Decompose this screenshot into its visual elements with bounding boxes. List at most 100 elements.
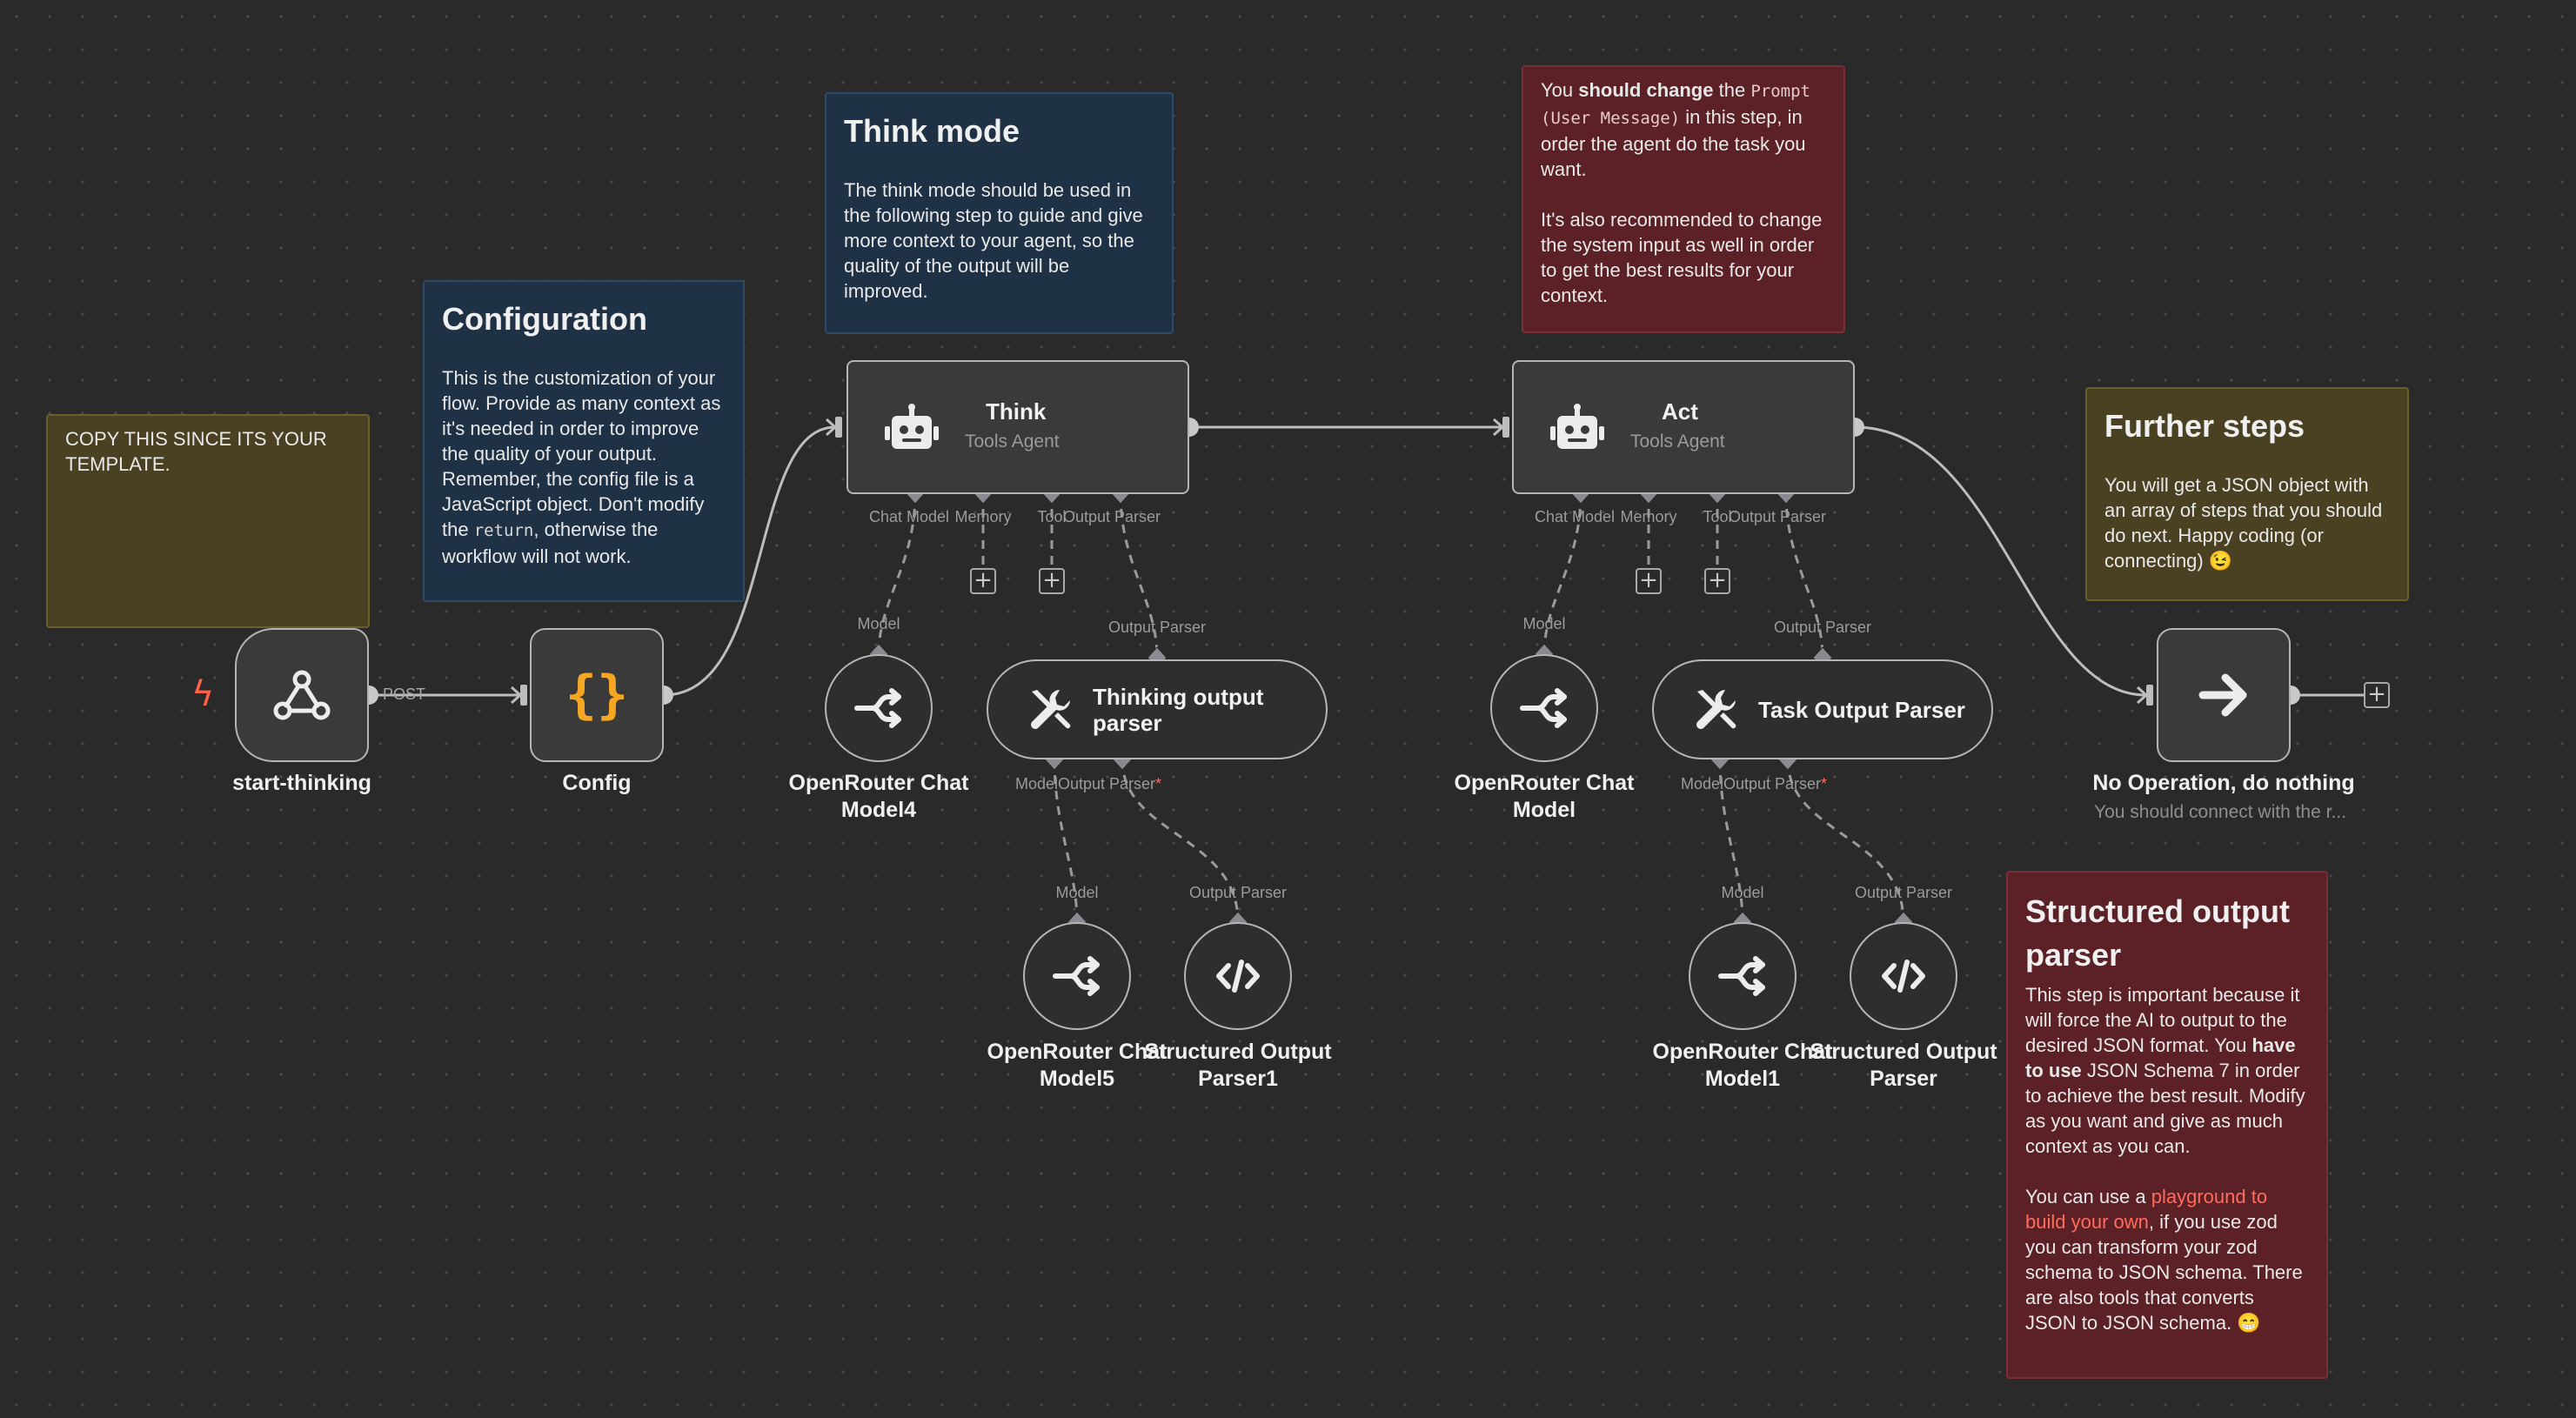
trigger-bolt-icon: ϟ	[191, 674, 215, 714]
openrouter-icon	[1053, 956, 1100, 996]
act-add-tool-button[interactable]: +	[1704, 568, 1730, 594]
wire-thinkparser-output	[1121, 759, 1240, 923]
think-port-label-tool: Tool	[1037, 508, 1067, 525]
sticky-think-mode-text: The think mode should be used in the fol…	[844, 179, 1143, 302]
sticky-copy-template[interactable]: COPY THIS SINCE ITS YOUR TEMPLATE.	[46, 414, 370, 628]
node-openrouter-model4[interactable]	[825, 654, 933, 762]
node-start-label: start-thinking	[232, 771, 371, 795]
config-input-port	[520, 685, 527, 706]
node-task-output-parser[interactable]: Task Output Parser	[1652, 659, 1993, 759]
wrench-screwdriver-icon	[1696, 689, 1736, 729]
task-output-parser-label: Task Output Parser	[1758, 696, 1965, 723]
wire-config-think	[663, 425, 836, 697]
sticky-copy-text: COPY THIS SINCE ITS YOUR TEMPLATE.	[65, 428, 327, 475]
arrow-right-icon	[2198, 673, 2247, 717]
think-port-label-memory: Memory	[954, 508, 1012, 525]
act-port-label-chat-model: Chat Model	[1534, 508, 1616, 525]
wire-taskparser-model	[1718, 759, 1744, 923]
node-thinking-output-parser[interactable]: Thinking output parser	[987, 659, 1328, 759]
sticky-structured-text-1: This step is important because it will f…	[2025, 984, 2305, 1157]
sticky-further-steps-text: You will get a JSON object with an array…	[2104, 474, 2383, 572]
sop1-port-label-output: Output Parser	[1188, 884, 1288, 901]
sticky-structured-parser[interactable]: Structured output parser This step is im…	[2006, 871, 2328, 1379]
sticky-further-steps-title: Further steps	[2104, 408, 2305, 444]
node-start-thinking[interactable]	[235, 628, 369, 762]
curly-braces-icon: {}	[565, 665, 629, 726]
noop-add-next-button[interactable]: +	[2364, 682, 2390, 708]
sticky-think-mode-title: Think mode	[844, 113, 1020, 149]
node-structured-output-parser[interactable]	[1850, 922, 1957, 1030]
code-icon	[1216, 960, 1260, 993]
taskparser-port-label-output: Output Parser	[1773, 619, 1872, 636]
node-think-agent[interactable]: Think Tools Agent	[846, 360, 1189, 494]
act-port-label-output-parser: Output Parser	[1728, 508, 1827, 525]
openrouter-icon	[854, 688, 901, 728]
node-openrouter-model5[interactable]	[1023, 922, 1131, 1030]
openrouter-icon	[1520, 688, 1567, 728]
node-no-operation-subtitle: You should connect with the r...	[2094, 802, 2346, 822]
think-port-label-output-parser: Output Parser	[1062, 508, 1161, 525]
robot-icon	[885, 404, 939, 457]
act-port-label-memory: Memory	[1620, 508, 1677, 525]
sticky-prompt-text-1: You should change the Prompt (User Messa…	[1541, 79, 1810, 180]
node-act-agent[interactable]: Act Tools Agent	[1512, 360, 1855, 494]
node-openrouter-model[interactable]	[1490, 654, 1598, 762]
think-add-memory-button[interactable]: +	[970, 568, 996, 594]
or-port-label-model: Model	[1522, 615, 1566, 632]
wire-act-outputparser	[1784, 492, 1824, 659]
node-structured-output-parser1[interactable]	[1184, 922, 1292, 1030]
code-icon	[1882, 960, 1925, 993]
or5-port-label-model: Model	[1055, 884, 1099, 901]
think-port-label-chat-model: Chat Model	[868, 508, 950, 525]
act-input-port	[1502, 417, 1509, 438]
webhook-icon	[273, 670, 331, 720]
think-input-port	[835, 417, 842, 438]
taskparser-port-label-model: ModelOutput Parser*	[1680, 775, 1828, 793]
wire-thinkparser-model	[1053, 759, 1079, 923]
wire-taskparser-output	[1786, 759, 1905, 923]
node-no-operation[interactable]	[2157, 628, 2291, 762]
act-title: Act	[1662, 398, 1698, 425]
sticky-configuration[interactable]: Configuration This is the customization …	[423, 280, 745, 602]
or4-port-label-model: Model	[857, 615, 900, 632]
think-add-tool-button[interactable]: +	[1039, 568, 1065, 594]
sticky-think-mode[interactable]: Think mode The think mode should be used…	[825, 92, 1174, 334]
sticky-structured-title: Structured output parser	[2025, 893, 2290, 973]
sticky-prompt-note[interactable]: You should change the Prompt (User Messa…	[1522, 65, 1845, 333]
wire-act-noop	[1854, 425, 2147, 697]
thinkparser-port-label-output: Output Parser	[1107, 619, 1207, 636]
playground-link[interactable]: playground to build your own	[2025, 1186, 2268, 1233]
think-subtitle: Tools Agent	[965, 431, 1060, 451]
wire-act-chatmodel	[1542, 492, 1582, 655]
robot-icon	[1550, 404, 1604, 457]
node-openrouter-model1[interactable]	[1689, 922, 1797, 1030]
node-config[interactable]: {}	[530, 628, 664, 762]
thinking-output-parser-label: Thinking output parser	[1093, 683, 1264, 736]
think-title: Think	[986, 398, 1047, 425]
sticky-configuration-title: Configuration	[442, 301, 647, 337]
start-method-label: POST	[383, 686, 426, 703]
sticky-prompt-text-2: It's also recommended to change the syst…	[1541, 209, 1823, 306]
sop-port-label-output: Output Parser	[1854, 884, 1953, 901]
node-config-label: Config	[562, 771, 632, 795]
openrouter-icon	[1718, 956, 1765, 996]
node-no-operation-label: No Operation, do nothing	[2092, 771, 2355, 795]
sticky-configuration-text: This is the customization of your flow. …	[442, 367, 721, 567]
act-subtitle: Tools Agent	[1630, 431, 1725, 451]
sticky-further-steps[interactable]: Further steps You will get a JSON object…	[2085, 387, 2409, 601]
act-port-label-tool: Tool	[1703, 508, 1732, 525]
wire-think-outputparser	[1119, 492, 1159, 659]
sticky-structured-text-2: You can use a playground to build your o…	[2025, 1186, 2303, 1334]
wire-think-chatmodel	[877, 492, 917, 655]
or1-port-label-model: Model	[1721, 884, 1764, 901]
act-add-memory-button[interactable]: +	[1636, 568, 1662, 594]
wrench-screwdriver-icon	[1031, 689, 1071, 729]
thinkparser-port-label-model: ModelOutput Parser*	[1014, 775, 1162, 793]
